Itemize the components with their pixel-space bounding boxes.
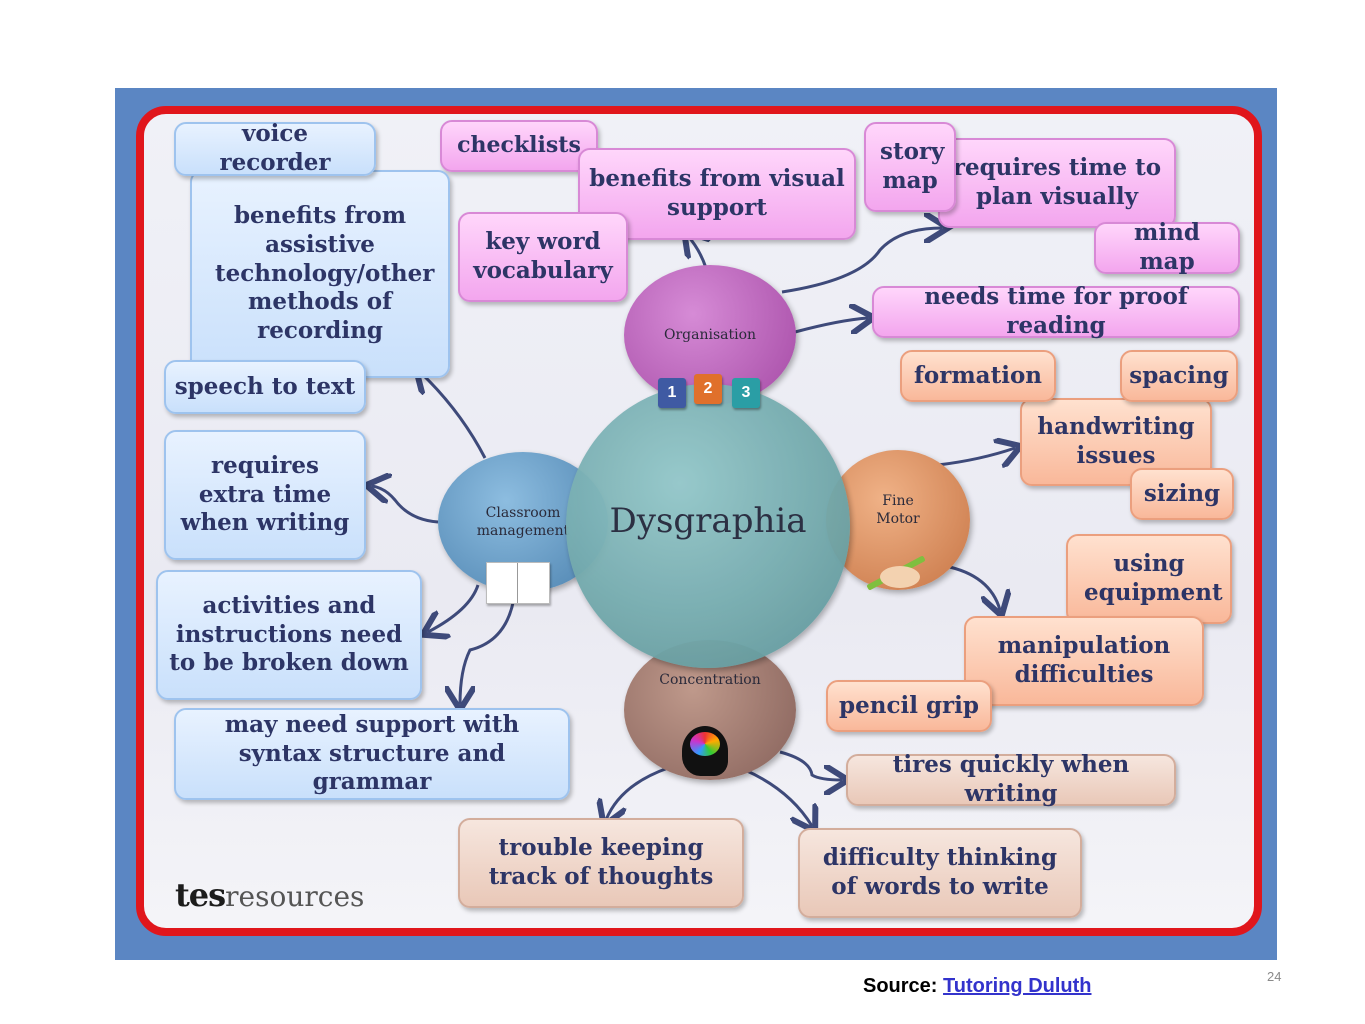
dysgraphia-title: Dysgraphia <box>609 501 807 541</box>
broken-down-node: activities and instructions need to be b… <box>156 570 422 700</box>
extra-time-node: requires extra time when writing <box>164 430 366 560</box>
speech-to-text-node: speech to text <box>164 360 366 414</box>
organisation-label: Organisation <box>663 326 757 343</box>
step-1-icon: 1 <box>658 378 686 408</box>
step-2-icon: 2 <box>694 374 722 404</box>
brain-head-icon <box>682 726 728 776</box>
fine-motor-label: Fine Motor <box>876 492 920 527</box>
formation-node: formation <box>900 350 1056 402</box>
source-link[interactable]: Tutoring Duluth <box>943 975 1092 997</box>
spacing-node: spacing <box>1120 350 1238 402</box>
pencil-hand-icon <box>858 552 928 591</box>
notebook-icon <box>486 562 550 604</box>
page-number: 24 <box>1267 969 1282 984</box>
source-caption: Source: Tutoring Duluth <box>863 975 1092 998</box>
track-node: trouble keeping track of thoughts <box>458 818 744 908</box>
voice-recorder-node: voice recorder <box>174 120 376 176</box>
thinking-node: difficulty thinking of words to write <box>798 828 1082 918</box>
pencil-grip-node: pencil grip <box>826 680 992 732</box>
proof-reading-node: needs time for proof reading <box>872 283 1240 339</box>
concentration-label: Concentration <box>659 671 761 688</box>
story-map-node: story map <box>864 122 956 212</box>
step-3-icon: 3 <box>732 378 760 408</box>
sizing-node: sizing <box>1130 468 1234 520</box>
dysgraphia-center: Dysgraphia <box>566 384 850 668</box>
source-label: Source: <box>863 975 938 997</box>
equipment-node: using equipment <box>1066 534 1232 624</box>
manipulation-node: manipulation difficulties <box>964 616 1204 706</box>
classroom-label: Classroom management <box>476 504 570 539</box>
checklists-node: checklists <box>440 120 598 172</box>
tires-node: tires quickly when writing <box>846 751 1176 807</box>
mind-map-node: mind map <box>1094 219 1240 275</box>
requires-time-node: requires time to plan visually <box>938 138 1176 228</box>
key-word-node: key word vocabulary <box>458 212 628 302</box>
syntax-node: may need support with syntax structure a… <box>174 708 570 800</box>
assistive-node: benefits from assistive technology/other… <box>190 170 450 378</box>
tes-resources-logo: tesresources <box>175 876 365 914</box>
